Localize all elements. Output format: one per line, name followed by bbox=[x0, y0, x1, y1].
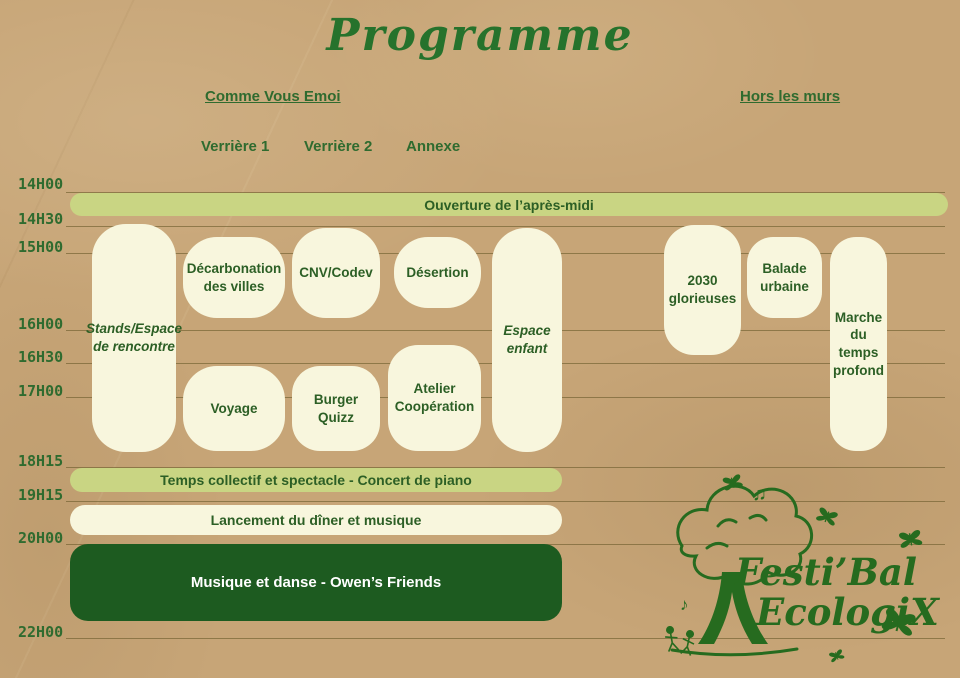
event-stands-espace-rencontre: Stands/Espace de rencontre bbox=[86, 224, 182, 452]
event-temps-collectif-concert-piano: Temps collectif et spectacle - Concert d… bbox=[70, 468, 562, 492]
timeline-rule bbox=[66, 192, 945, 193]
event-espace-enfant: Espace enfant bbox=[492, 228, 562, 452]
festival-logo: ♫ ♪ Festi’Bal EcologiX bbox=[652, 468, 948, 673]
tree-trunk bbox=[698, 572, 768, 644]
event-cnv-codev: CNV/Codev bbox=[292, 228, 380, 318]
time-label-22h00: 22H00 bbox=[18, 623, 64, 641]
column-header-annexe: Annexe bbox=[406, 138, 461, 155]
time-label-16h30: 16H30 bbox=[18, 348, 64, 366]
butterfly-icon bbox=[814, 506, 840, 527]
time-label-17h00: 17H00 bbox=[18, 382, 64, 400]
music-note-icon: ♪ bbox=[680, 595, 689, 614]
timeline-rule bbox=[66, 467, 945, 468]
column-header-verriere-2: Verrière 2 bbox=[304, 138, 373, 155]
column-header-verriere-1: Verrière 1 bbox=[201, 138, 270, 155]
time-label-18h15: 18H15 bbox=[18, 452, 64, 470]
logo-text-ecologix: EcologiX bbox=[756, 590, 939, 634]
festival-logo-art: ♫ ♪ bbox=[662, 473, 924, 664]
time-label-16h00: 16H00 bbox=[18, 315, 64, 333]
event-marche-du-temps-profond: Marche du temps profond bbox=[830, 237, 887, 451]
time-label-19h15: 19H15 bbox=[18, 486, 64, 504]
event-voyage: Voyage bbox=[183, 366, 285, 451]
butterfly-icon bbox=[897, 528, 924, 549]
event-2030-glorieuses: 2030 glorieuses bbox=[664, 225, 741, 355]
time-label-20h00: 20H00 bbox=[18, 529, 64, 547]
event-ouverture: Ouverture de l’après-midi bbox=[70, 193, 948, 216]
venue-header-comme-vous-emoi: Comme Vous Emoi bbox=[205, 88, 341, 105]
event-desertion: Désertion bbox=[394, 237, 481, 308]
dancer-icon bbox=[662, 625, 681, 653]
tree-icon bbox=[670, 484, 814, 657]
event-musique-danse-owens-friends: Musique et danse - Owen’s Friends bbox=[70, 544, 562, 621]
time-label-14h30: 14H30 bbox=[18, 210, 64, 228]
venue-header-hors-les-murs: Hors les murs bbox=[740, 88, 841, 105]
butterfly-icon bbox=[721, 473, 744, 492]
logo-text-festibal: Festi’Bal bbox=[735, 550, 917, 594]
time-label-15h00: 15H00 bbox=[18, 238, 64, 256]
butterfly-icon bbox=[828, 648, 846, 664]
timeline-rule bbox=[66, 226, 945, 227]
event-burger-quizz: Burger Quizz bbox=[292, 366, 380, 451]
event-decarbonation-des-villes: Décarbonation des villes bbox=[183, 237, 285, 318]
music-note-icon: ♫ bbox=[752, 483, 767, 505]
timeline-rule bbox=[66, 501, 945, 502]
event-lancement-diner-musique: Lancement du dîner et musique bbox=[70, 505, 562, 535]
time-label-14h00: 14H00 bbox=[18, 175, 64, 193]
event-balade-urbaine: Balade urbaine bbox=[747, 237, 822, 318]
page-title: Programme bbox=[326, 10, 634, 61]
event-atelier-cooperation: Atelier Coopération bbox=[388, 345, 481, 451]
timeline-rule bbox=[66, 638, 945, 639]
